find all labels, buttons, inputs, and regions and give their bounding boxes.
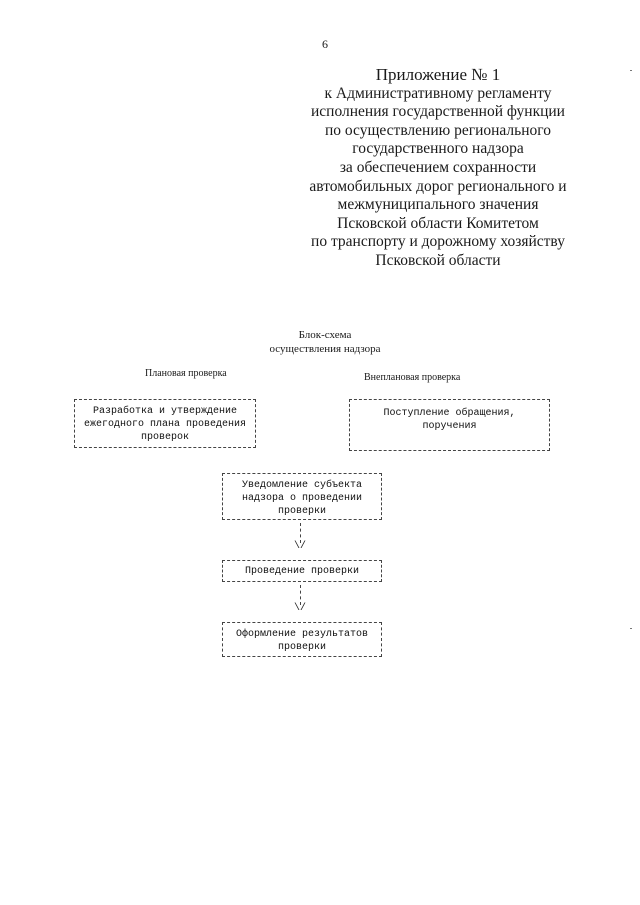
- box-text-line: ежегодного плана проведения: [83, 419, 247, 430]
- annex-line: по осуществлению регионального: [324, 121, 552, 139]
- annex-line: по транспорту и дорожному хозяйству: [311, 233, 565, 251]
- box-text-line: проверки: [277, 642, 326, 653]
- scan-speck: [630, 70, 632, 71]
- appeal-receipt-box: Поступление обращения, поручения: [349, 399, 550, 451]
- box-text-line: проверок: [140, 432, 189, 443]
- connector-line: [300, 523, 301, 543]
- annex-line: к Административному регламенту: [324, 84, 552, 102]
- box-text-line: проверки: [277, 506, 326, 517]
- planned-inspection-heading: Плановая проверка: [145, 368, 227, 379]
- arrow-down-icon: \/: [294, 541, 307, 552]
- unplanned-inspection-heading: Внеплановая проверка: [364, 372, 461, 383]
- box-text-line: Проведение проверки: [244, 566, 360, 577]
- results-box: Оформление результатов проверки: [222, 622, 382, 657]
- annex-line: Приложение № 1: [375, 65, 501, 84]
- annex-line: автомобильных дорог регионального и: [309, 177, 567, 195]
- flowchart-title-line: Блок-схема: [298, 329, 352, 341]
- flowchart-title: Блок-схема осуществления надзора: [245, 328, 405, 356]
- arrow-down-icon: \/: [294, 603, 307, 614]
- connector-line: [300, 585, 301, 605]
- conduct-inspection-box: Проведение проверки: [222, 560, 382, 582]
- annex-line: исполнения государственной функции: [311, 103, 565, 121]
- box-text-line: Оформление результатов: [235, 629, 369, 640]
- box-text-line: поручения: [422, 421, 477, 432]
- annex-line: государственного надзора: [352, 140, 524, 158]
- box-text-line: Разработка и утверждение: [92, 406, 238, 417]
- box-text-line: надзора о проведении: [241, 493, 363, 504]
- annex-line: за обеспечением сохранности: [339, 158, 537, 176]
- page-number: 6: [322, 37, 328, 51]
- notification-box: Уведомление субъекта надзора о проведени…: [222, 473, 382, 520]
- annex-line: межмуниципального значения: [337, 196, 539, 214]
- plan-approval-box: Разработка и утверждение ежегодного план…: [74, 399, 256, 448]
- annex-line: Псковской области Комитетом: [337, 214, 539, 232]
- annex-line: Псковской области: [375, 251, 501, 269]
- flowchart-title-line: осуществления надзора: [269, 343, 381, 355]
- box-text-line: Поступление обращения,: [383, 408, 516, 419]
- scan-speck: [630, 628, 632, 629]
- annex-header: Приложение № 1 к Административному регла…: [288, 65, 588, 271]
- box-text-line: Уведомление субъекта: [241, 480, 363, 491]
